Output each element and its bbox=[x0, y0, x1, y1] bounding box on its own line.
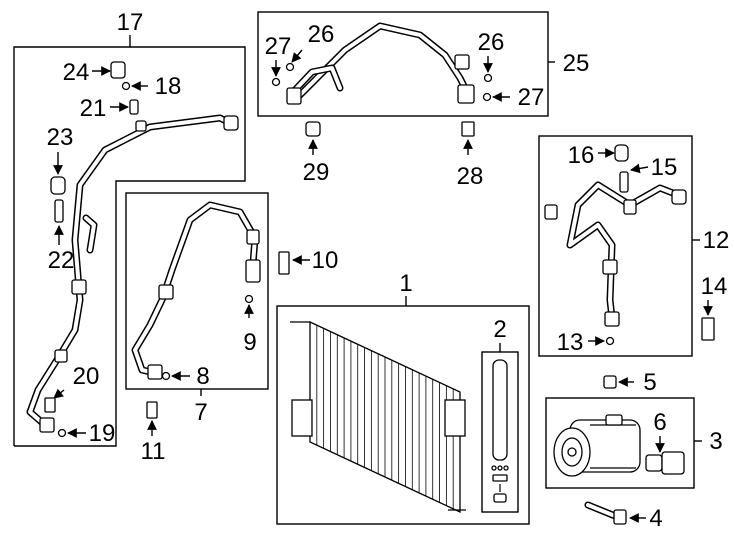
callout-5: 5 bbox=[643, 369, 656, 396]
o-ring-icon bbox=[483, 73, 493, 83]
condenser-icon bbox=[290, 320, 466, 514]
nut-icon bbox=[603, 375, 617, 389]
callout-6: 6 bbox=[653, 409, 666, 436]
callout-11: 11 bbox=[141, 438, 166, 465]
service-cap-icon bbox=[110, 61, 126, 79]
liquid-line-icon bbox=[544, 181, 687, 327]
callout-24: 24 bbox=[63, 59, 90, 86]
box-12: 12 16 15 13 bbox=[538, 135, 730, 357]
callout-2: 2 bbox=[493, 316, 506, 343]
callout-1: 1 bbox=[399, 270, 412, 297]
bolt-icon bbox=[701, 317, 715, 341]
callout-27-right: 27 bbox=[518, 84, 545, 111]
receiver-drier-icon bbox=[491, 359, 509, 503]
o-ring-icon bbox=[121, 81, 131, 91]
callout-26-right: 26 bbox=[478, 29, 505, 56]
callout-10: 10 bbox=[312, 247, 339, 274]
callout-29: 29 bbox=[303, 159, 330, 186]
o-ring-icon bbox=[161, 371, 171, 381]
callout-27-left: 27 bbox=[265, 33, 292, 60]
callout-18: 18 bbox=[155, 73, 182, 100]
callout-25: 25 bbox=[563, 50, 590, 77]
service-cap-icon bbox=[614, 144, 629, 162]
bolt-icon bbox=[461, 121, 475, 137]
callout-3: 3 bbox=[709, 428, 722, 455]
compressor-icon bbox=[553, 414, 641, 477]
box-1: 1 2 bbox=[276, 270, 530, 525]
bolt-icon bbox=[146, 401, 158, 419]
callout-9: 9 bbox=[243, 329, 256, 356]
callout-16: 16 bbox=[568, 142, 595, 169]
callout-7: 7 bbox=[194, 399, 207, 426]
manifold-line-icon bbox=[286, 22, 475, 105]
callout-20: 20 bbox=[73, 363, 100, 390]
o-ring-icon bbox=[244, 294, 254, 304]
valve-core-icon bbox=[129, 99, 139, 115]
service-cap-icon bbox=[50, 176, 66, 195]
callout-17: 17 bbox=[117, 9, 144, 36]
callout-13: 13 bbox=[557, 329, 584, 356]
callout-4: 4 bbox=[649, 505, 662, 532]
callout-28: 28 bbox=[457, 163, 484, 190]
box-7: 7 9 8 bbox=[125, 192, 269, 426]
bolt-icon bbox=[44, 397, 56, 413]
pressure-switch-icon bbox=[645, 451, 685, 475]
callout-19: 19 bbox=[89, 420, 116, 447]
valve-core-icon bbox=[54, 199, 64, 223]
suction-hose-icon bbox=[26, 114, 239, 433]
callout-22: 22 bbox=[48, 247, 75, 274]
valve-core-icon bbox=[619, 171, 629, 193]
o-ring-icon bbox=[482, 92, 492, 102]
callout-15: 15 bbox=[651, 154, 678, 181]
long-bolt-icon bbox=[584, 501, 627, 525]
o-ring-icon bbox=[57, 428, 67, 438]
nut-icon bbox=[305, 121, 321, 137]
o-ring-icon bbox=[605, 336, 615, 346]
box-3: 3 6 bbox=[545, 397, 723, 489]
o-ring-icon bbox=[285, 62, 295, 72]
discharge-hose-icon bbox=[131, 201, 261, 380]
callout-23: 23 bbox=[47, 124, 74, 151]
callout-21: 21 bbox=[80, 95, 107, 122]
o-ring-icon bbox=[271, 77, 281, 87]
bolt-icon bbox=[278, 251, 290, 275]
callout-26-left: 26 bbox=[308, 21, 335, 48]
callout-14: 14 bbox=[701, 273, 728, 300]
callout-12: 12 bbox=[703, 227, 730, 254]
box-17: 17 24 18 21 23 22 bbox=[13, 9, 246, 447]
callout-8: 8 bbox=[196, 363, 209, 390]
box-25: 25 27 26 26 27 bbox=[257, 11, 590, 117]
